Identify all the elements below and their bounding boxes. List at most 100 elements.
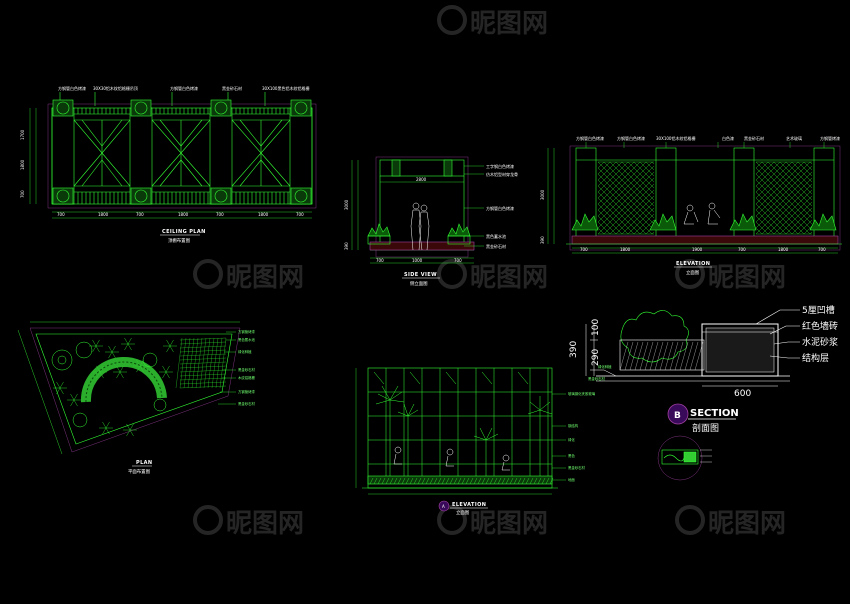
foliage-stroke: [95, 339, 100, 347]
plan-lattice-bar: [187, 337, 195, 389]
foliage-stroke: [124, 343, 129, 351]
lattice-bar: [803, 225, 813, 235]
lattice-bar: [621, 161, 655, 195]
hatch-line: [509, 477, 514, 485]
elev-dim-4: 700: [738, 247, 746, 252]
hatch-line: [397, 477, 402, 485]
ceiling-plan-subtitle: 顶棚布置图: [168, 237, 191, 244]
hatch-line: [433, 477, 438, 485]
foliage-stroke: [56, 387, 61, 395]
plan-lattice-bar: [195, 337, 203, 389]
hatch-line: [401, 477, 406, 485]
elev-note-1: 方钢管白色烤漆: [576, 135, 604, 141]
ceiling-dim-6: 1800: [258, 212, 269, 217]
hatch-line: [477, 477, 482, 485]
grille-diagonal: [260, 119, 283, 147]
grille-diagonal: [101, 119, 131, 154]
plan-lattice-bar: [179, 353, 227, 357]
foliage-stroke: [111, 345, 116, 353]
grille-diagonal: [101, 119, 123, 147]
elevation-top-title: ELEVATION: [676, 261, 710, 267]
foliage-stroke: [119, 371, 124, 379]
grille-diagonal: [73, 152, 103, 187]
side-view-dims: [351, 160, 474, 264]
foliage-stroke: [73, 393, 78, 401]
hatch-line: [674, 341, 684, 371]
grille-diagonal: [239, 119, 262, 147]
hatch-line: [629, 341, 639, 371]
seated-people-icon: [393, 446, 510, 471]
plan-lattice-bar: [179, 361, 227, 365]
plan-note-1: 方钢管烤漆: [238, 329, 256, 334]
elevation-bottom-dims: [355, 368, 552, 495]
lattice-bar: [639, 161, 655, 177]
side-dim-3: 700: [454, 258, 462, 263]
lattice-bar: [633, 213, 655, 235]
lattice-bar: [755, 161, 799, 205]
hatch-line: [413, 477, 418, 485]
side-dim-left-2: 390: [344, 242, 349, 250]
foliage-stroke: [127, 343, 132, 351]
section-dim-width: 600: [734, 389, 751, 399]
watermark-text: 昵图网: [708, 263, 786, 293]
section-key-plan: [657, 435, 712, 481]
plan-lattice-bar: [179, 357, 227, 361]
plan-lattice-bar: [179, 373, 227, 377]
lattice-bar: [609, 161, 655, 207]
lattice-bar: [597, 161, 605, 169]
glass-reflection: [373, 371, 385, 385]
plan-lattice: [175, 337, 227, 389]
ceiling-dim-left-2: 1800: [20, 159, 25, 170]
elevation-bottom-leaders: [552, 393, 566, 481]
hatch-line: [644, 341, 654, 371]
hatch-line: [445, 477, 450, 485]
ceiling-dim-left-1: 1700: [20, 129, 25, 140]
elevation-lattice-panels: [597, 161, 813, 235]
plan-lattice-bar: [179, 369, 227, 373]
people-silhouette-icon: [410, 202, 430, 251]
side-note-3: 方钢管白色烤漆: [486, 205, 514, 211]
watermark-logo-icon: [193, 5, 705, 535]
plan-lattice-bar: [179, 337, 187, 389]
hatch-line: [377, 477, 382, 485]
lattice-bar: [597, 165, 655, 223]
ceiling-note-1: 方钢管白色烤漆: [58, 85, 86, 91]
lattice-bar: [755, 165, 813, 223]
hatch-line: [689, 341, 699, 371]
side-dim-1: 700: [376, 258, 384, 263]
lattice-bar: [651, 161, 655, 165]
elev-note-4: 白色漆: [722, 135, 734, 141]
grille-diagonal: [73, 119, 103, 154]
hatch-line: [679, 341, 689, 371]
section-title: SECTION: [690, 408, 739, 419]
foliage-stroke: [162, 365, 167, 373]
lattice-bar: [597, 177, 655, 235]
elev-a-note-3: 绿化: [568, 437, 575, 442]
foliage-stroke: [59, 381, 64, 389]
elevation-bottom-title: ELEVATION: [452, 502, 486, 508]
plan-dims: [17, 321, 240, 455]
plan-note-6: 方钢管烤漆: [238, 389, 256, 394]
ceiling-dim-7: 700: [296, 212, 304, 217]
plan-lattice-bar: [215, 337, 223, 389]
elev-note-5: 黑金砂石材: [744, 135, 764, 141]
elev-a-note-1: 玻璃钢化夹胶玻璃: [568, 391, 596, 396]
lattice-bar: [755, 161, 775, 181]
ceiling-posts: [51, 99, 313, 205]
lattice-bar: [809, 231, 813, 235]
hatch-line: [634, 341, 644, 371]
ceiling-note-5: 30X100黑色铝木纹铝格栅: [262, 85, 309, 91]
elevation-top-leaders: [585, 142, 825, 148]
hatch-line: [649, 341, 659, 371]
lattice-bar: [597, 173, 655, 231]
elev-a-note-2: 钢结构: [568, 423, 579, 428]
ceiling-plan-title: CEILING PLAN: [162, 229, 206, 235]
section-dim-top: 100: [591, 319, 601, 336]
hatch-line: [473, 477, 478, 485]
hatch-line: [659, 341, 669, 371]
foliage-stroke: [92, 345, 97, 353]
hatch-line: [533, 477, 538, 485]
glass-reflection: [517, 371, 529, 385]
foliage-stroke: [95, 345, 100, 353]
